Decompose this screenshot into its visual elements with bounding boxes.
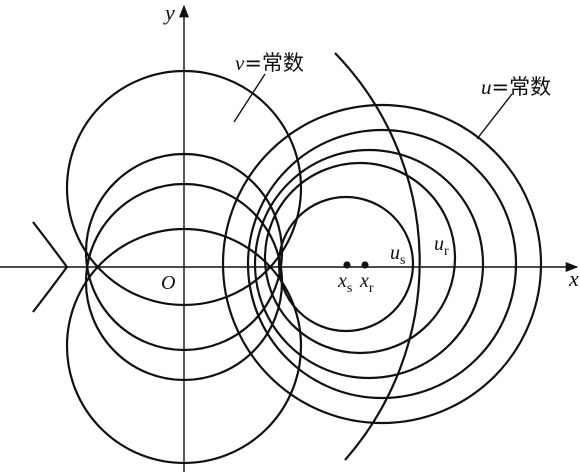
u-circle-5 (221, 103, 543, 425)
us-label: us (390, 242, 405, 268)
v-circle-lower-large (65, 227, 303, 465)
u-const-label: u=常数 (481, 75, 551, 99)
ur-label: ur (434, 233, 449, 259)
xr-label: xr (359, 270, 374, 296)
v-const-label: v=常数 (235, 51, 304, 75)
v-label-leader (233, 73, 266, 123)
u-circle-1 (277, 195, 415, 333)
v-circle-lower-small (84, 152, 284, 352)
u-circle-2 (263, 161, 457, 355)
origin-label: O (161, 272, 175, 294)
u-circle-3 (253, 148, 485, 380)
u-label-leader (476, 93, 513, 140)
y-axis-label: y (163, 0, 175, 25)
v-arc-left (32, 221, 69, 313)
point-xr (361, 261, 369, 269)
point-xs (343, 261, 351, 269)
x-axis-label: x (568, 266, 579, 291)
u-circle-4 (246, 128, 518, 400)
v-circle-upper-large (65, 69, 303, 307)
xs-label: xs (337, 270, 352, 296)
